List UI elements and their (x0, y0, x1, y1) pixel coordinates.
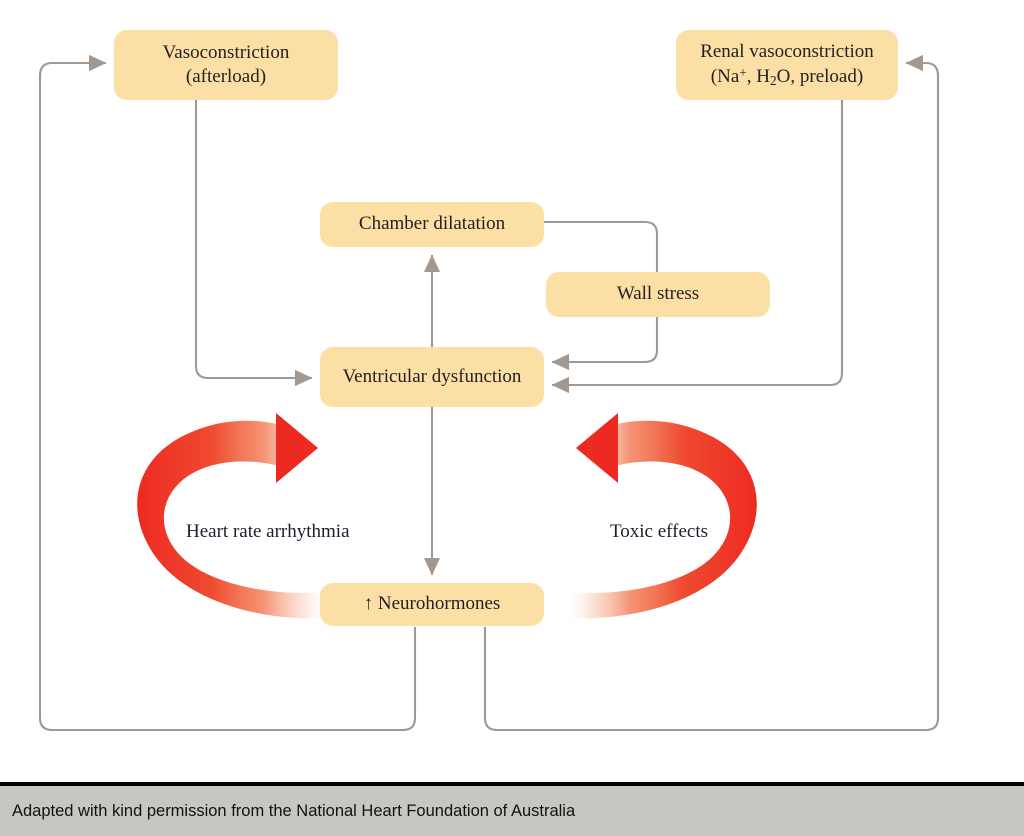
connector-neurohormones-to-renal (483, 54, 940, 732)
cycle-label-toxic-effects: Toxic effects (610, 521, 709, 542)
renal-h2o-subscript: 2 (770, 73, 777, 89)
cycle-label-heart-rate-arrhythmia: Heart rate arrhythmia (186, 521, 350, 542)
connector-renal-to-ventricular (551, 100, 844, 394)
node-neurohormones-label: ↑ Neurohormones (363, 593, 501, 615)
node-wall-stress[interactable]: Wall stress (546, 272, 770, 317)
renal-o-preload: O, preload) (776, 66, 864, 88)
renal-open-paren: ( (710, 66, 718, 88)
diagram-canvas: Vasoconstriction (afterload) Renal vasoc… (38, 30, 940, 732)
red-arrow-toxic-effects (564, 413, 757, 619)
renal-na-charge: + (739, 65, 747, 81)
node-renal-vasoconstriction-label: Renal vasoconstriction (Na+, H2O, preload… (692, 40, 882, 90)
node-ventricular-dysfunction[interactable]: Ventricular dysfunction (320, 347, 544, 407)
node-vasoconstriction[interactable]: Vasoconstriction (afterload) (114, 30, 338, 100)
connector-neurohormones-to-vasoconstriction (38, 54, 417, 732)
node-wall-stress-label: Wall stress (616, 283, 700, 305)
node-renal-vasoconstriction[interactable]: Renal vasoconstriction (Na+, H2O, preload… (676, 30, 898, 100)
node-ventricular-dysfunction-label: Ventricular dysfunction (342, 365, 522, 387)
caption-bar: Adapted with kind permission from the Na… (0, 782, 1024, 836)
caption-text: Adapted with kind permission from the Na… (12, 801, 576, 820)
renal-line1: Renal vasoconstriction (700, 41, 874, 63)
node-chamber-dilatation-label: Chamber dilatation (358, 213, 506, 235)
node-vasoconstriction-label: Vasoconstriction (afterload) (162, 41, 290, 87)
node-neurohormones[interactable]: ↑ Neurohormones (320, 583, 544, 626)
renal-na: Na (717, 66, 740, 88)
node-chamber-dilatation[interactable]: Chamber dilatation (320, 202, 544, 247)
red-arrow-heart-rate (137, 413, 330, 619)
connector-vasoconstriction-to-ventricular (194, 100, 313, 387)
renal-comma-h: , H (746, 66, 770, 88)
cycle-arrows-layer (137, 413, 757, 619)
